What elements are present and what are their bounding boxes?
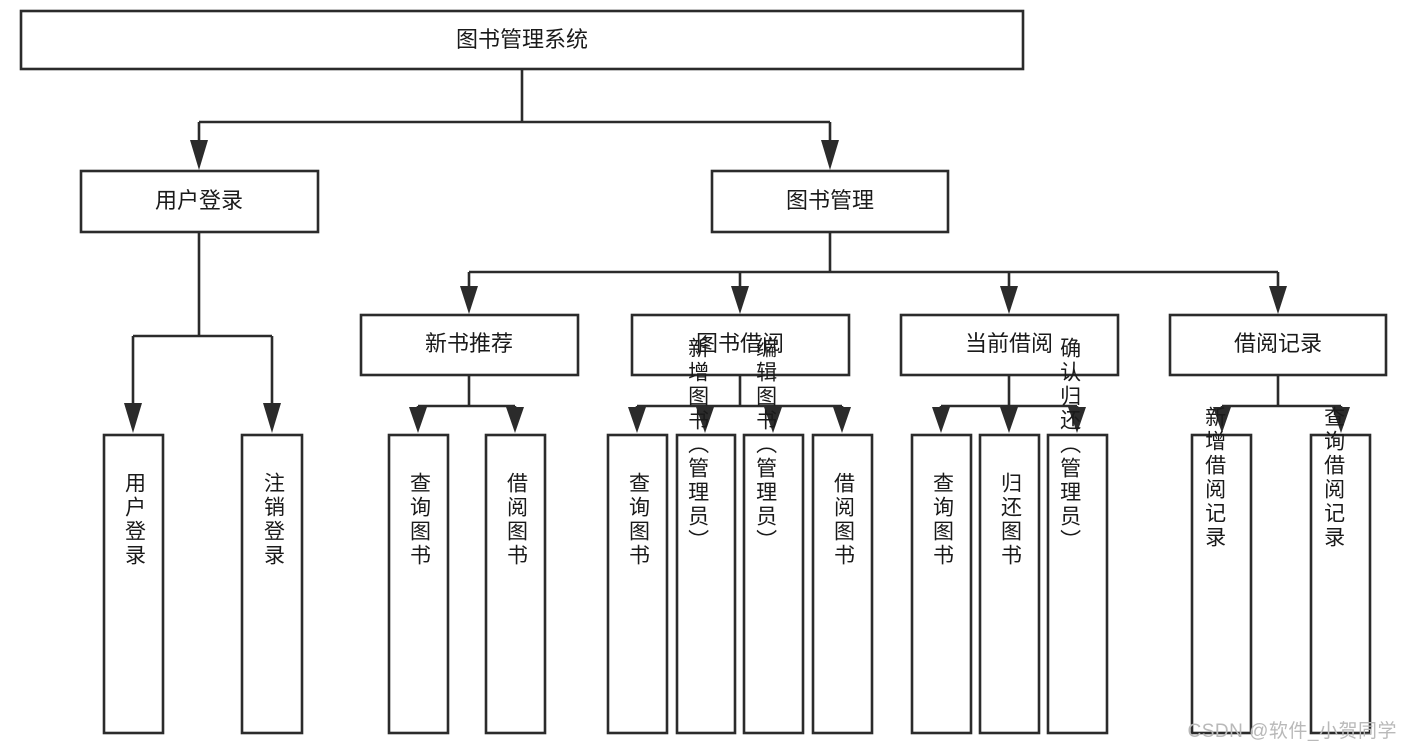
node-leaf-add-record-label: 新增借阅记录 bbox=[1203, 406, 1227, 550]
arrow-head-leaf-add-record bbox=[1213, 407, 1231, 433]
node-new-book-recommend-box[interactable] bbox=[359, 313, 580, 377]
arrow-head-current-borrow bbox=[1000, 286, 1018, 314]
node-new-book-recommend-label: 新书推荐 bbox=[425, 331, 513, 356]
arrow-head-leaf-query-book-1 bbox=[409, 407, 427, 433]
arrow-head-leaf-return-book bbox=[1000, 407, 1018, 433]
node-leaf-add-record-box[interactable] bbox=[1190, 433, 1253, 735]
node-current-borrow-box[interactable] bbox=[899, 313, 1120, 377]
node-leaf-borrow-book-1-box[interactable] bbox=[484, 433, 547, 735]
node-book-borrow-label: 图书借阅 bbox=[696, 331, 784, 356]
node-borrow-record-label: 借阅记录 bbox=[1234, 331, 1322, 356]
node-root-label: 图书管理系统 bbox=[456, 27, 588, 52]
node-leaf-user-login-box[interactable] bbox=[102, 433, 165, 735]
connector-group-current-borrow bbox=[932, 375, 1086, 433]
node-leaf-user-login[interactable]: 用户登录 bbox=[102, 433, 165, 735]
arrow-head-leaf-borrow-book-2 bbox=[833, 407, 851, 433]
node-leaf-query-book-3[interactable]: 查询图书 bbox=[910, 433, 973, 735]
node-leaf-query-book-2-label: 查询图书 bbox=[626, 472, 650, 568]
node-leaf-query-book-3-label: 查询图书 bbox=[930, 472, 954, 568]
node-borrow-record-box[interactable] bbox=[1168, 313, 1388, 377]
node-book-management-label: 图书管理 bbox=[786, 188, 874, 213]
node-leaf-return-book-box[interactable] bbox=[978, 433, 1041, 735]
node-leaf-logout-login-box[interactable] bbox=[240, 433, 304, 735]
arrow-head-borrow-record bbox=[1269, 286, 1287, 314]
node-current-borrow[interactable]: 当前借阅 bbox=[899, 313, 1120, 377]
node-root[interactable]: 图书管理系统 bbox=[19, 9, 1025, 71]
node-leaf-query-record-label: 查询借阅记录 bbox=[1322, 406, 1346, 550]
arrow-head-leaf-query-book-2 bbox=[628, 407, 646, 433]
arrow-head-leaf-confirm-return bbox=[1068, 407, 1086, 433]
node-user-login[interactable]: 用户登录 bbox=[79, 169, 320, 234]
node-borrow-record[interactable]: 借阅记录 bbox=[1168, 313, 1388, 377]
arrow-head-book-management bbox=[821, 140, 839, 170]
arrow-head-leaf-query-record bbox=[1332, 407, 1350, 433]
node-book-management[interactable]: 图书管理 bbox=[710, 169, 950, 234]
connector-group-new-book-recommend bbox=[409, 375, 524, 433]
arrow-head-leaf-borrow-book-1 bbox=[506, 407, 524, 433]
connector-group-user-login bbox=[124, 232, 281, 433]
node-leaf-logout-login[interactable]: 注销登录 bbox=[240, 433, 304, 735]
arrow-head-leaf-edit-book bbox=[764, 407, 782, 433]
node-leaf-add-record[interactable]: 新增借阅记录 bbox=[1190, 406, 1253, 735]
arrow-head-user-login bbox=[190, 140, 208, 170]
arrow-head-new-book-recommend bbox=[460, 286, 478, 314]
node-leaf-query-book-1-box[interactable] bbox=[387, 433, 450, 735]
arrow-head-book-borrow bbox=[731, 286, 749, 314]
connector-group-root bbox=[190, 69, 839, 170]
connector-group-borrow-record bbox=[1213, 375, 1350, 433]
node-leaf-borrow-book-2-label: 借阅图书 bbox=[831, 472, 855, 568]
node-leaf-edit-book[interactable]: 编辑图书（管理员） bbox=[742, 337, 805, 735]
node-leaf-logout-login-label: 注销登录 bbox=[261, 472, 285, 568]
node-leaf-return-book[interactable]: 归还图书 bbox=[978, 433, 1041, 735]
connector-group-book-borrow bbox=[628, 375, 851, 433]
node-leaf-borrow-book-2-box[interactable] bbox=[811, 433, 874, 735]
connector-group-book-management bbox=[460, 232, 1287, 314]
node-leaf-borrow-book-2[interactable]: 借阅图书 bbox=[811, 433, 874, 735]
node-leaf-confirm-return-box[interactable] bbox=[1046, 433, 1109, 735]
arrow-head-leaf-add-book bbox=[696, 407, 714, 433]
node-leaf-edit-book-label: 编辑图书（管理员） bbox=[754, 337, 778, 553]
node-leaf-query-book-3-box[interactable] bbox=[910, 433, 973, 735]
node-leaf-confirm-return-label: 确认归还（管理员） bbox=[1058, 337, 1082, 553]
node-leaf-query-book-1-label: 查询图书 bbox=[407, 472, 431, 568]
node-current-borrow-label: 当前借阅 bbox=[965, 331, 1053, 356]
node-leaf-user-login-label: 用户登录 bbox=[122, 472, 146, 568]
node-leaf-add-book-label: 新增图书（管理员） bbox=[686, 337, 710, 553]
arrow-head-leaf-query-book-3 bbox=[932, 407, 950, 433]
node-leaf-add-book-box[interactable] bbox=[675, 433, 737, 735]
node-leaf-query-book-2-box[interactable] bbox=[606, 433, 669, 735]
node-leaf-query-book-1[interactable]: 查询图书 bbox=[387, 433, 450, 735]
node-leaf-return-book-label: 归还图书 bbox=[998, 472, 1022, 568]
node-leaf-query-record-box[interactable] bbox=[1309, 433, 1372, 735]
node-new-book-recommend[interactable]: 新书推荐 bbox=[359, 313, 580, 377]
node-user-login-box[interactable] bbox=[79, 169, 320, 234]
node-leaf-add-book[interactable]: 新增图书（管理员） bbox=[675, 337, 737, 735]
node-leaf-borrow-book-1-label: 借阅图书 bbox=[504, 472, 528, 568]
node-book-borrow[interactable]: 图书借阅 bbox=[630, 313, 851, 377]
node-leaf-edit-book-box[interactable] bbox=[742, 433, 805, 735]
node-leaf-confirm-return[interactable]: 确认归还（管理员） bbox=[1046, 337, 1109, 735]
node-leaf-borrow-book-1[interactable]: 借阅图书 bbox=[484, 433, 547, 735]
arrow-head-leaf-user-login bbox=[124, 403, 142, 433]
node-book-management-box[interactable] bbox=[710, 169, 950, 234]
node-root-box[interactable] bbox=[19, 9, 1025, 71]
node-leaf-query-book-2[interactable]: 查询图书 bbox=[606, 433, 669, 735]
node-user-login-label: 用户登录 bbox=[155, 188, 243, 213]
arrow-head-leaf-logout-login bbox=[263, 403, 281, 433]
node-book-borrow-box[interactable] bbox=[630, 313, 851, 377]
node-leaf-query-record[interactable]: 查询借阅记录 bbox=[1309, 406, 1372, 735]
